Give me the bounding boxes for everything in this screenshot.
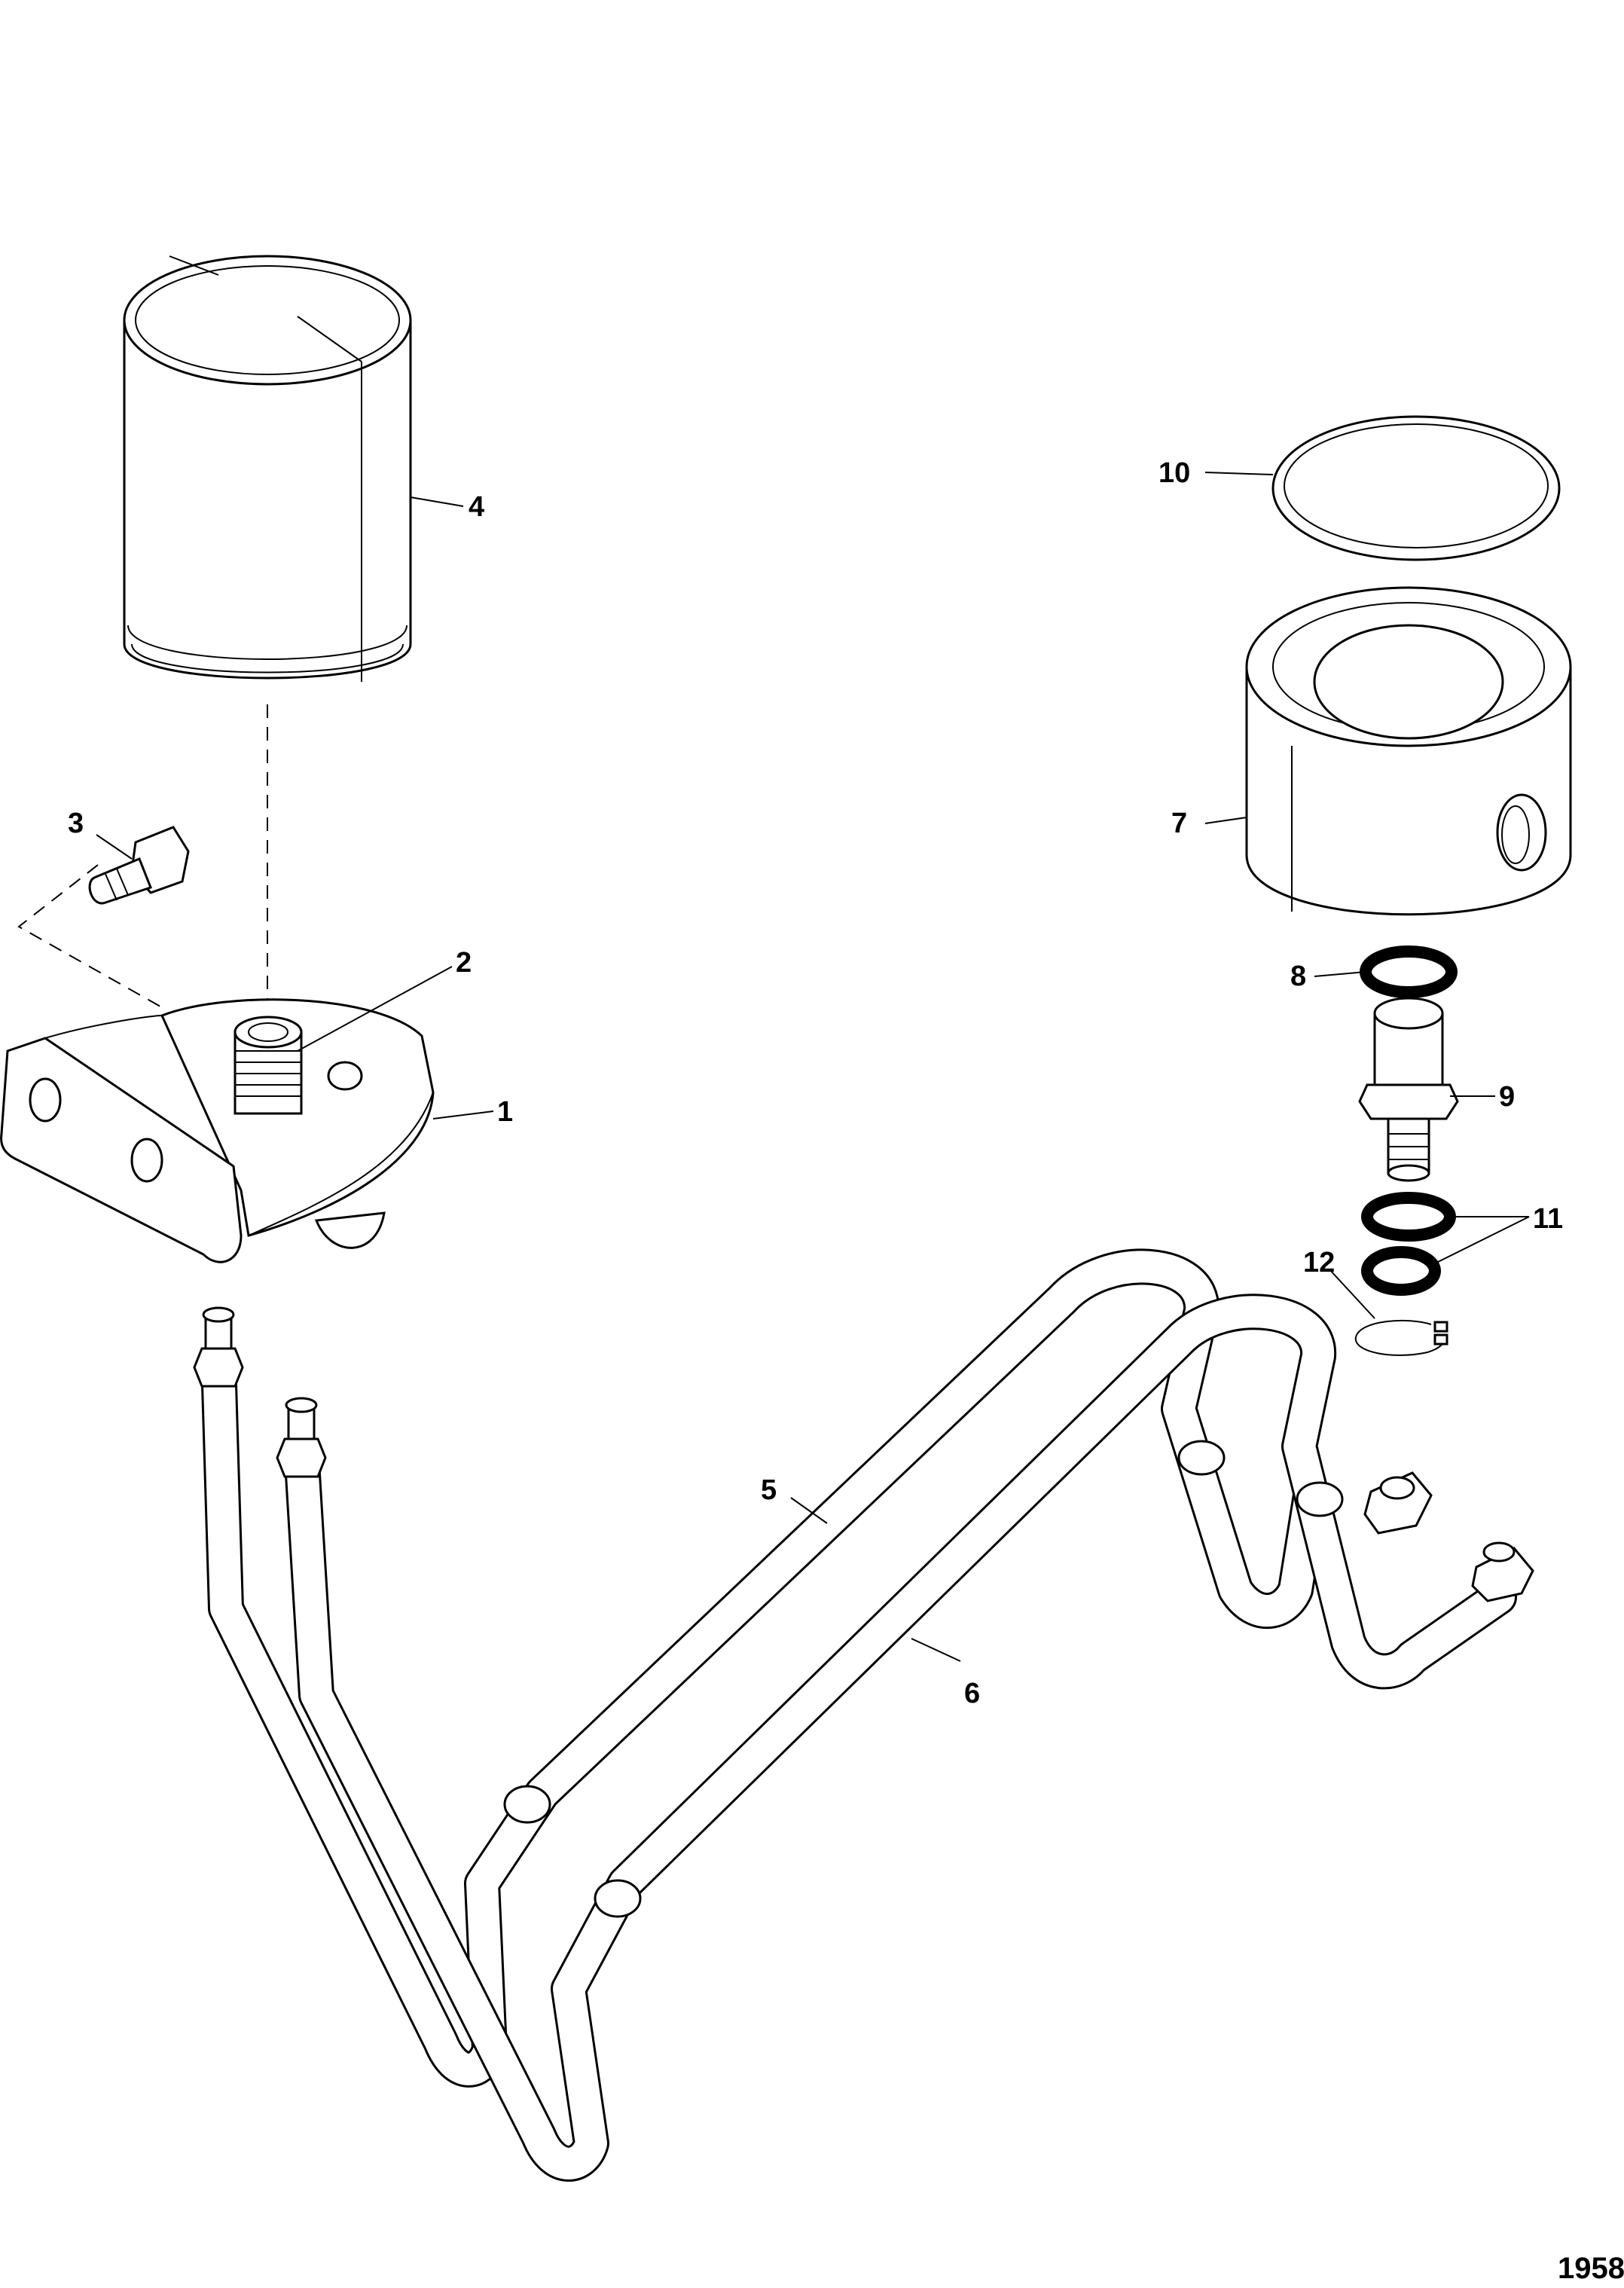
valve-fitting [1358,997,1459,1182]
leader-line-7 [1204,817,1247,824]
leader-line-1 [432,1110,494,1120]
oil-line-5 [193,1248,1329,2088]
callout-5: 5 [761,1474,777,1506]
leader-line-8 [1314,971,1366,977]
callout-9: 9 [1499,1081,1515,1113]
callout-12: 12 [1303,1247,1335,1278]
leader-line-5 [790,1497,828,1524]
o-ring-lower [1361,1246,1441,1296]
oil-line-6 [276,1294,1534,2182]
threaded-nipple [234,1016,303,1115]
leader-line-2 [297,966,453,1052]
hose-barb-fitting [88,826,190,905]
leader-line-12 [1329,1269,1375,1319]
oil-filter [123,255,412,682]
callout-2: 2 [456,947,472,979]
leader-line-6 [911,1638,961,1662]
callout-11: 11 [1533,1203,1563,1235]
leader-line-11 [1436,1216,1530,1263]
o-ring-middle [1361,1192,1456,1242]
leader-line-3 [96,834,133,860]
retaining-ring [1354,1319,1448,1356]
leader-line-4 [410,496,464,507]
seal-ring [1271,415,1561,561]
figure-number: 1958 [1558,2252,1624,2285]
callout-8: 8 [1290,961,1306,992]
callout-10: 10 [1158,457,1190,489]
callout-7: 7 [1171,808,1187,839]
fitting-alignment-line [17,864,166,1010]
o-ring-upper [1360,945,1458,998]
callout-4: 4 [469,491,484,523]
callout-1: 1 [497,1096,513,1128]
leader-line-10 [1204,472,1274,475]
callout-3: 3 [68,808,84,839]
mounting-bracket [0,998,435,1263]
adapter-housing [1245,586,1572,916]
callout-6: 6 [964,1678,980,1709]
